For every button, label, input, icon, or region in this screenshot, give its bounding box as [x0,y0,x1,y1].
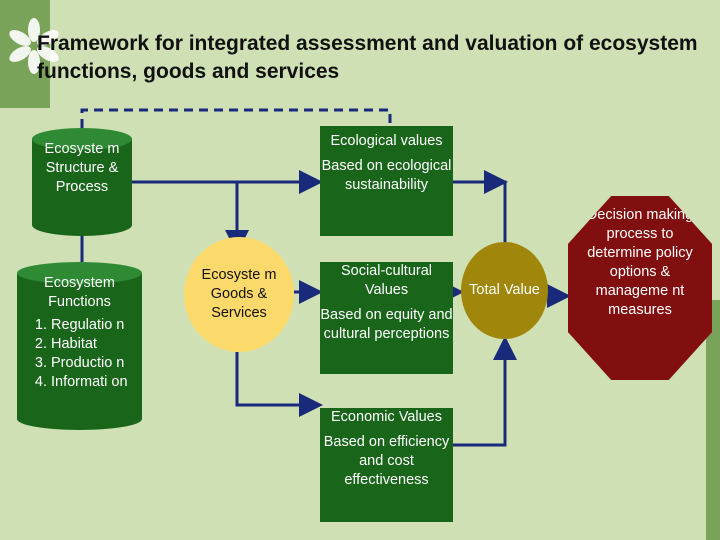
total-value-circle: Total Value [461,242,548,339]
economic-values-basis: Based on efficiency and cost effectivene… [323,434,450,488]
social-values-basis: Based on equity and cultural perceptions [320,307,453,342]
feedback-dashed-connector [80,108,392,130]
economic-to-total-arrow [453,336,517,447]
functions-list-item: Productio n [51,354,142,373]
ecological-values-title: Ecological values [330,133,443,149]
ecosystem-functions-content: Ecosystem Functions Regulatio n Habitat … [17,274,142,392]
functions-heading: Ecosystem Functions [44,275,115,310]
ecosystem-structure-cylinder: Ecosyste m Structure & Process [32,128,132,236]
cylinder-top [32,128,132,150]
right-accent-bar [706,300,720,540]
functions-list-item: Habitat [51,335,142,354]
ecological-total-connector [453,180,507,242]
decision-making-octagon: Decision making process to determine pol… [568,196,712,380]
decision-making-label: Decision making process to determine pol… [586,207,694,318]
slide-title: Framework for integrated assessment and … [37,32,698,83]
functions-list: Regulatio n Habitat Productio n Informat… [17,316,142,392]
cylinder-body [17,273,142,430]
functions-list-item: Regulatio n [51,316,142,335]
social-cultural-values-box: Social-cultural Values Based on equity a… [320,262,453,374]
functions-list-item: Informati on [51,373,142,392]
cylinder-body [32,139,132,236]
economic-values-title: Economic Values [331,409,442,425]
goods-to-ecological-arrow [235,170,323,251]
goods-services-label: Ecosyste m Goods & Services [201,267,277,321]
social-values-title: Social-cultural Values [340,263,433,298]
goods-to-economic-arrow [235,352,323,417]
total-value-label: Total Value [469,282,540,298]
ecological-values-box: Ecological values Based on ecological su… [320,126,453,236]
ecosystem-structure-label: Ecosyste m Structure & Process [44,141,120,195]
ecosystem-functions-cylinder: Ecosystem Functions Regulatio n Habitat … [17,262,142,430]
flower-icon [9,18,59,74]
goods-services-circle: Ecosyste m Goods & Services [184,237,294,352]
economic-values-box: Economic Values Based on efficiency and … [320,408,453,522]
cylinder-top [17,262,142,284]
ecological-values-basis: Based on ecological sustainability [321,158,452,193]
